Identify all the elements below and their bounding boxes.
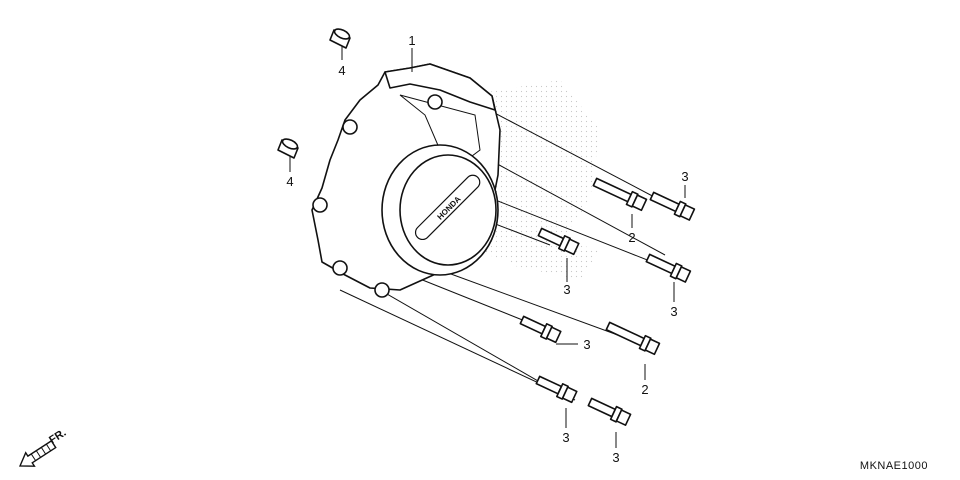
callout-3: 3 bbox=[562, 430, 569, 445]
cover-mounting-boss bbox=[312, 94, 443, 298]
callout-3: 3 bbox=[563, 282, 570, 297]
flange-bolt bbox=[519, 315, 562, 344]
callout-4: 4 bbox=[286, 174, 293, 189]
dowel-pin bbox=[277, 138, 299, 159]
leader-lines bbox=[339, 99, 666, 401]
flange-bolt bbox=[535, 375, 578, 404]
flange-bolt bbox=[645, 253, 692, 283]
callout-2: 2 bbox=[628, 230, 635, 245]
callout-4: 4 bbox=[338, 63, 345, 78]
callout-3: 3 bbox=[583, 337, 590, 352]
front-arrow-icon bbox=[18, 439, 57, 467]
watermark-logo bbox=[470, 80, 600, 280]
callout-3: 3 bbox=[612, 450, 619, 465]
diagram-code: MKNAE1000 bbox=[860, 460, 928, 472]
front-direction-indicator: FR. bbox=[18, 427, 69, 467]
callout-3: 3 bbox=[681, 169, 688, 184]
callout-3: 3 bbox=[670, 304, 677, 319]
callout-1: 1 bbox=[408, 33, 415, 48]
flange-bolt-long bbox=[592, 177, 648, 212]
dowel-pin bbox=[329, 28, 351, 49]
flange-bolt bbox=[587, 397, 632, 426]
callout-leaders bbox=[289, 46, 686, 448]
callout-2: 2 bbox=[641, 382, 648, 397]
flange-bolt bbox=[649, 191, 696, 221]
flange-bolt-long bbox=[605, 321, 661, 356]
generator-cover: HONDA bbox=[311, 63, 501, 298]
callout-labels: 1 4 4 3 2 3 3 3 2 3 3 bbox=[286, 33, 688, 465]
flange-bolt bbox=[537, 227, 580, 256]
